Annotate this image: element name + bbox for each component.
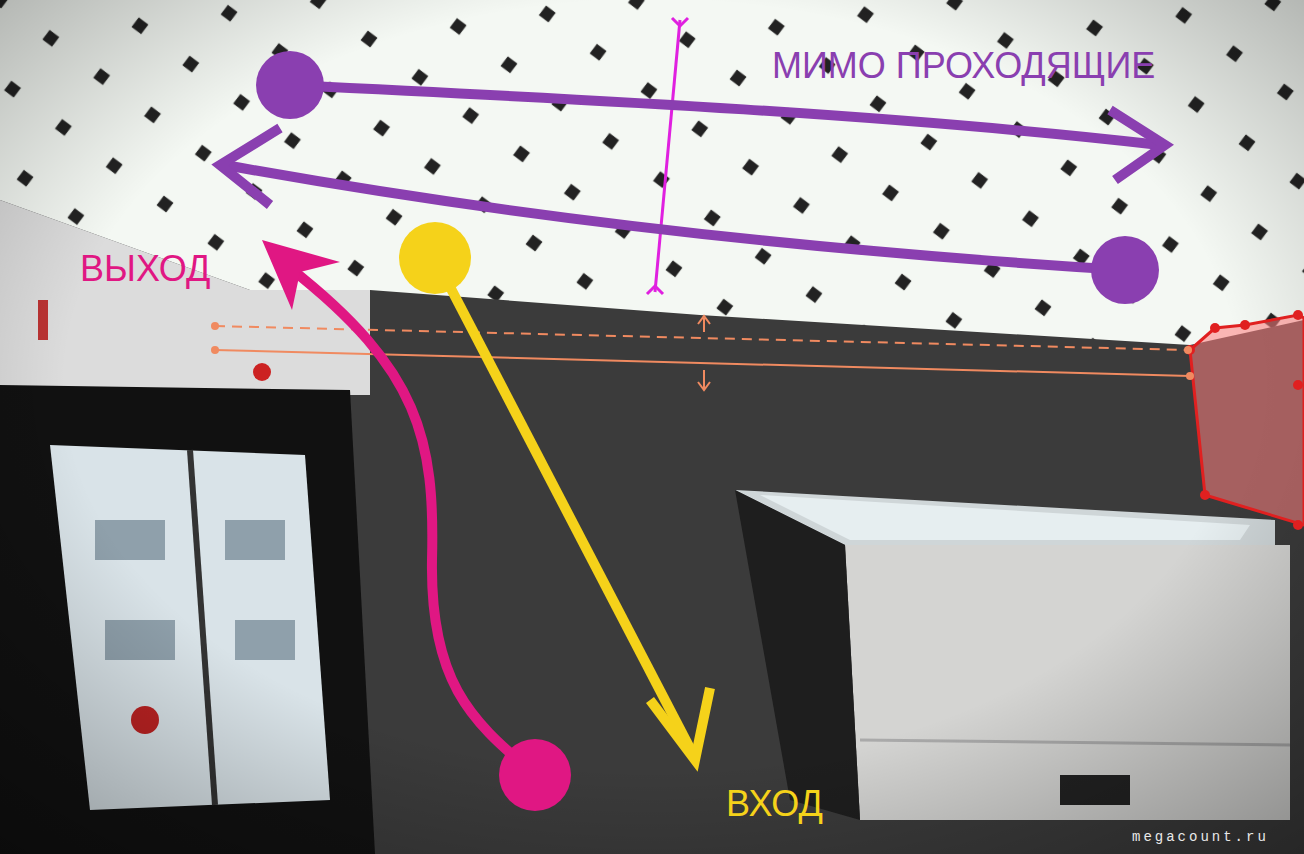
- start-dot: [256, 51, 324, 119]
- direction-up-mark: [698, 316, 710, 332]
- passer-arrow: [290, 85, 1160, 145]
- divider-line: [655, 20, 680, 292]
- direction-down-mark: [698, 370, 710, 390]
- caption-label: МИМО ПРОХОДЯЩИЕ: [772, 46, 1155, 86]
- start-dot: [1091, 236, 1159, 304]
- entry-arrow: [435, 258, 692, 752]
- zone-vertices: [1185, 310, 1303, 530]
- counting-line: [215, 350, 1190, 376]
- arrowhead: [220, 128, 280, 205]
- arrowhead: [262, 240, 340, 310]
- start-dot: [399, 222, 471, 294]
- watermark: megacount.ru: [1132, 830, 1269, 845]
- arrowhead: [650, 688, 710, 760]
- arrowhead: [1110, 110, 1165, 180]
- ignore-zone: [1190, 315, 1304, 525]
- passer-arrow: [225, 165, 1125, 270]
- divider-caps: [647, 18, 688, 294]
- exit-arrow: [290, 268, 530, 770]
- start-dot: [499, 739, 571, 811]
- caption-label: ВЫХОД: [80, 249, 210, 289]
- caption-label: ВХОД: [726, 784, 823, 824]
